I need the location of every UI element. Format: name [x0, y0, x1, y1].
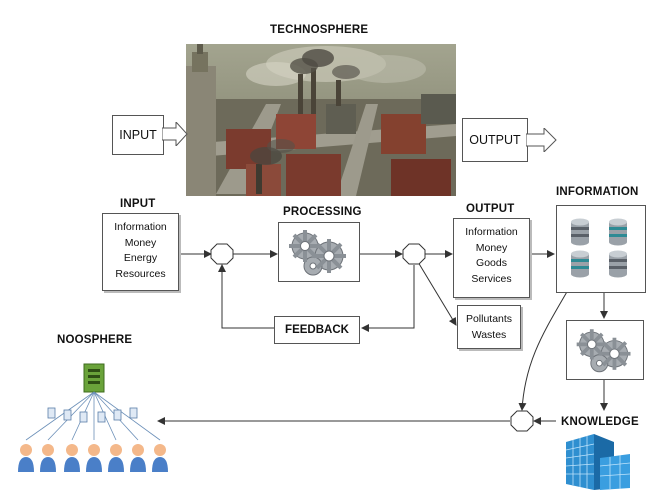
technosphere-output-label: OUTPUT: [469, 133, 521, 147]
information-box: [556, 205, 646, 293]
junction-node-knowledge: [510, 410, 534, 432]
industrial-city-image: [186, 44, 456, 196]
server-icon: [83, 363, 105, 393]
pollutants-document: Pollutants Wastes: [457, 305, 521, 349]
database-icon: [571, 218, 627, 278]
pollutants-item: Wastes: [471, 328, 507, 341]
knowledge-gears-box: [566, 320, 644, 380]
gears-icon: [576, 329, 631, 373]
output-document: Information Money Goods Services: [453, 218, 530, 298]
output-item: Services: [471, 272, 512, 285]
processing-box: [278, 222, 360, 282]
input-item: Resources: [115, 267, 166, 280]
technosphere-output-arrow: [526, 128, 557, 152]
output-item: Information: [465, 226, 518, 238]
output-title: OUTPUT: [466, 203, 515, 215]
input-item: Money: [124, 236, 157, 249]
feedback-label: FEEDBACK: [285, 324, 349, 336]
junction-node-input: [210, 243, 234, 265]
network-icon: [18, 363, 168, 472]
feedback-box: FEEDBACK: [274, 316, 360, 344]
noosphere-title: NOOSPHERE: [57, 334, 133, 346]
technosphere-input-label: INPUT: [119, 128, 157, 142]
technosphere-output-box: OUTPUT: [462, 118, 528, 162]
information-title: INFORMATION: [556, 186, 639, 198]
technosphere-input-arrow: [162, 122, 188, 146]
pollutants-item: Pollutants: [465, 313, 513, 325]
input-title: INPUT: [120, 198, 156, 210]
junction-node-output: [402, 243, 426, 265]
knowledge-title: KNOWLEDGE: [561, 416, 639, 428]
processing-title: PROCESSING: [283, 206, 362, 218]
input-item: Energy: [123, 252, 158, 264]
building-icon: [565, 434, 631, 490]
output-item: Money: [475, 241, 508, 254]
output-item: Goods: [476, 257, 507, 269]
gears-icon: [289, 230, 346, 276]
input-document: Information Money Energy Resources: [102, 213, 179, 291]
technosphere-title: TECHNOSPHERE: [270, 24, 369, 36]
input-item: Information: [114, 221, 167, 233]
technosphere-input-box: INPUT: [112, 115, 164, 155]
